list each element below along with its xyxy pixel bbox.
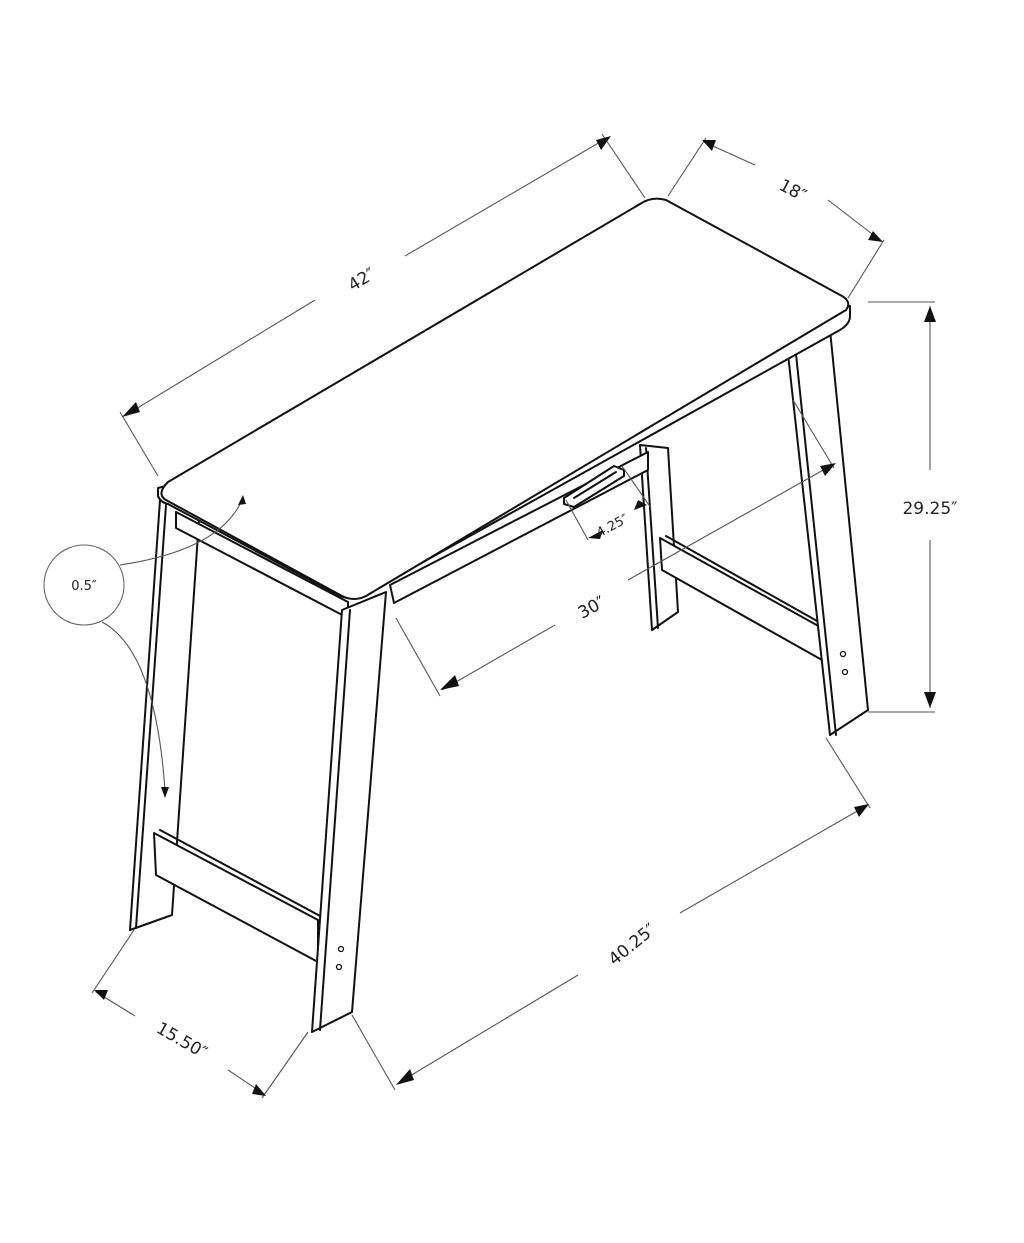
top-thickness-label: 0.5″ bbox=[71, 579, 97, 594]
screw-hole bbox=[335, 963, 343, 971]
front-right-leg bbox=[787, 329, 869, 736]
desk bbox=[129, 197, 869, 1033]
left-stretcher bbox=[153, 829, 323, 963]
height-label: 29.25″ bbox=[902, 499, 957, 519]
dimension-top-thickness: 0.5″ bbox=[43, 495, 246, 798]
right-stretcher bbox=[659, 535, 827, 661]
callout-circle bbox=[43, 544, 125, 626]
front-left-leg bbox=[311, 591, 387, 1033]
screw-hole bbox=[839, 650, 847, 658]
depth-top-label: 18″ bbox=[775, 175, 809, 206]
drawer-width-label: 30″ bbox=[575, 592, 609, 623]
base-depth-label: 15.50″ bbox=[153, 1018, 211, 1063]
back-right-leg bbox=[639, 444, 679, 631]
width-top-label: 42″ bbox=[345, 264, 379, 296]
screw-hole bbox=[841, 668, 849, 676]
dimension-base-width: 40.25″ bbox=[351, 737, 871, 1091]
dimension-drawer-width: 30″ bbox=[395, 399, 836, 697]
dimension-height: 29.25″ bbox=[868, 301, 958, 713]
desktop bbox=[157, 197, 851, 600]
dimension-base-depth: 15.50″ bbox=[91, 929, 309, 1099]
screw-hole bbox=[337, 945, 345, 953]
drawer-handle bbox=[563, 465, 625, 508]
handle-length-label: 4.25″ bbox=[594, 512, 631, 541]
base-width-label: 40.25″ bbox=[605, 920, 660, 970]
